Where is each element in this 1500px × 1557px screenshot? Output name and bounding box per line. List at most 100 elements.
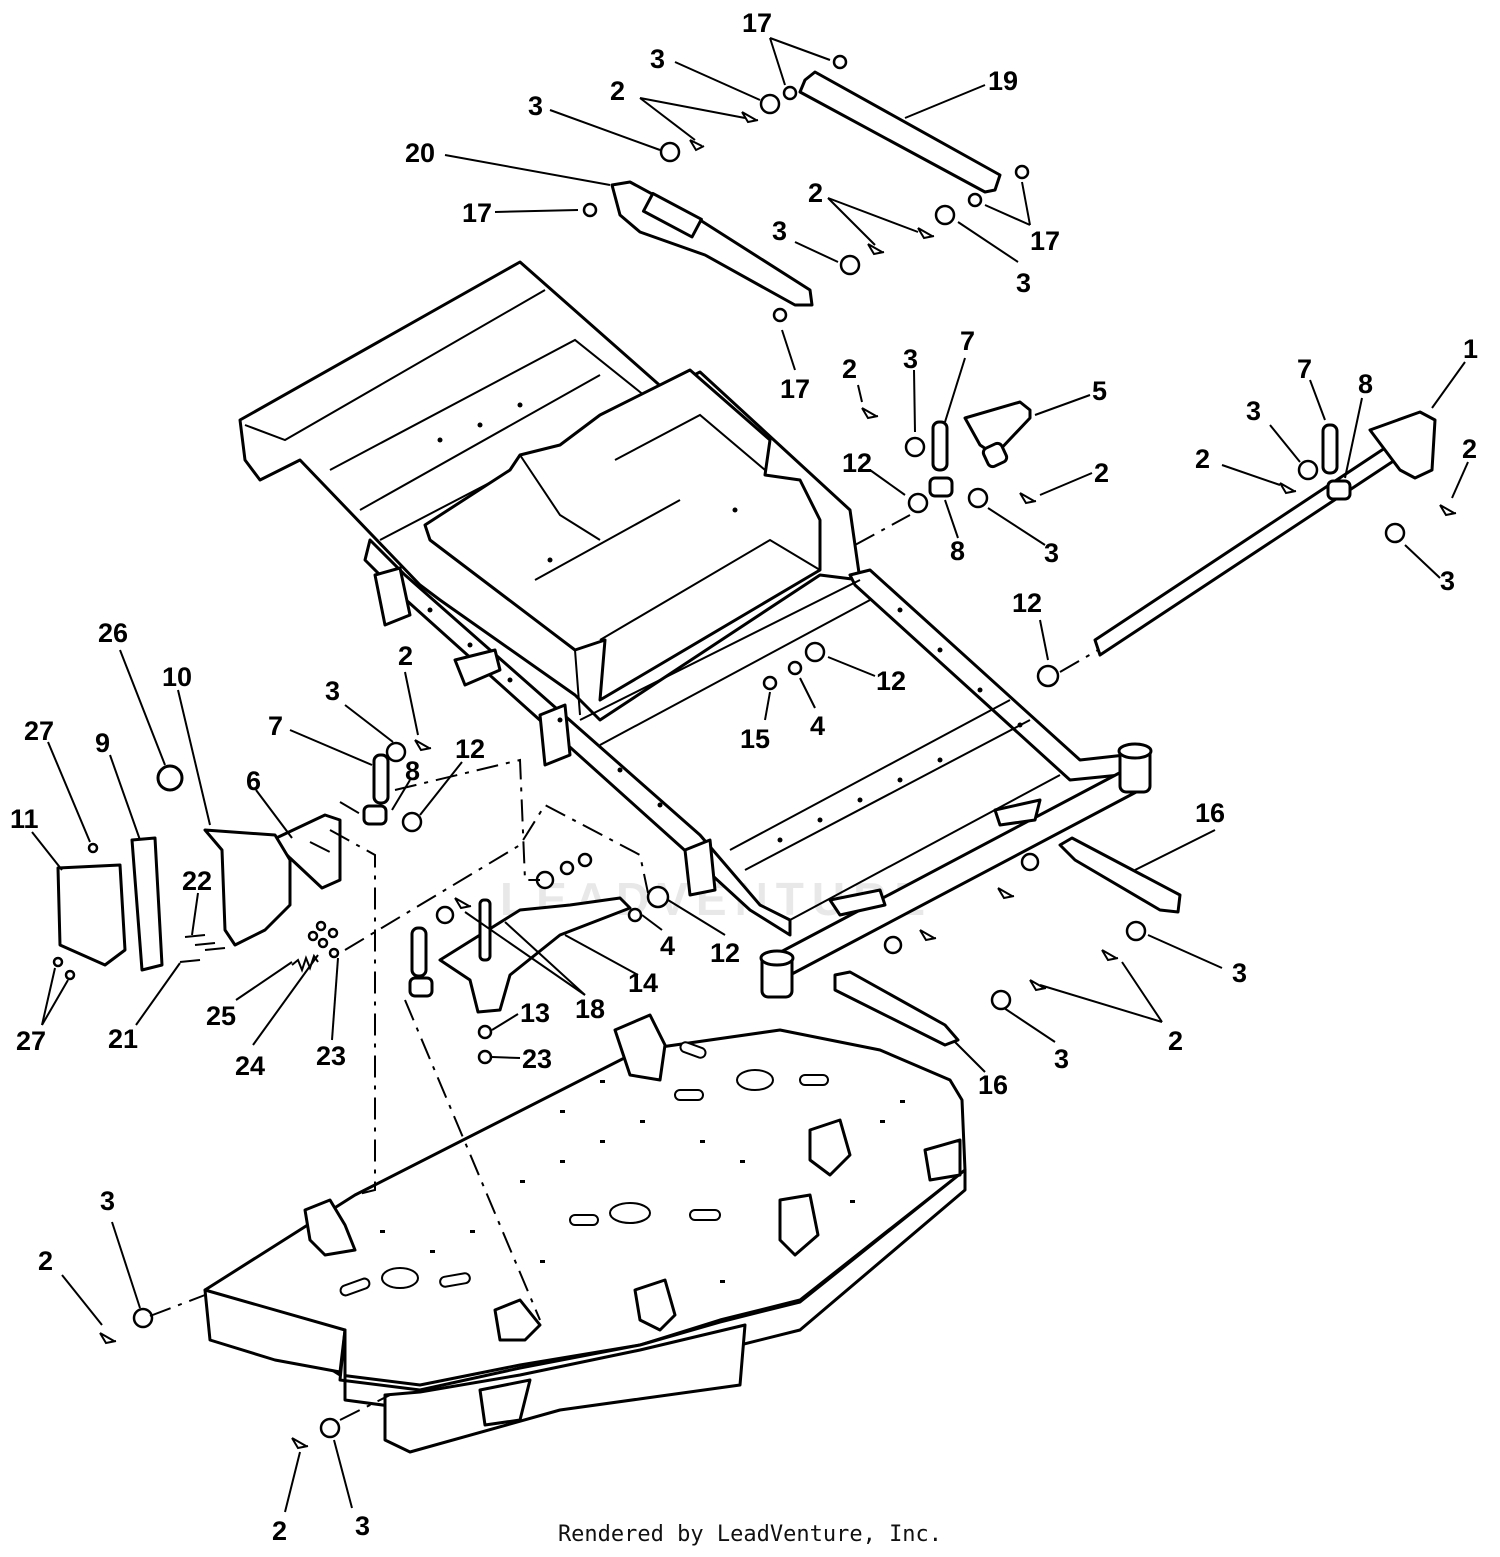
- callout-16: 16: [1195, 798, 1225, 828]
- deck-chute-bracket: [478, 1378, 532, 1427]
- washer-icon: [904, 436, 926, 458]
- washer-icon: [646, 885, 670, 909]
- hardware: [52, 54, 1457, 1450]
- callout-labels: 17 3 3 2 19 20 17 2 3 17 3 17 2 3 7 5 7 …: [10, 8, 1478, 1546]
- hair-pin-icon: [861, 407, 879, 420]
- callout-10: 10: [162, 662, 192, 692]
- callout-3: 3: [528, 91, 543, 121]
- hair-pin-icon: [1029, 979, 1047, 992]
- part-14-lever: [438, 896, 632, 1014]
- callout-14: 14: [628, 968, 658, 998]
- washer-icon: [832, 54, 848, 70]
- callout-17: 17: [1030, 226, 1060, 256]
- callout-12: 12: [876, 666, 906, 696]
- callout-3: 3: [772, 216, 787, 246]
- hair-pin-icon: [99, 1332, 117, 1345]
- callout-2: 2: [808, 178, 823, 208]
- frame-front-crossmember: [729, 699, 1011, 851]
- hair-pin-icon: [741, 111, 759, 124]
- washer-icon: [627, 907, 643, 923]
- hair-pin-icon: [689, 139, 705, 152]
- frame-bracket: [538, 703, 572, 767]
- part-5-lift-bracket: [963, 400, 1032, 457]
- frame-seat-box-edge: [519, 454, 601, 541]
- washer-icon: [435, 905, 455, 925]
- frame-caster-mount-top: [759, 949, 795, 967]
- screw-icon: [87, 842, 99, 854]
- hair-pin-icon: [1439, 504, 1457, 517]
- frame-tab: [993, 798, 1042, 827]
- frame-rear-rail: [244, 289, 546, 442]
- washer-icon: [804, 641, 826, 663]
- hair-pin-icon: [867, 243, 885, 256]
- leader-lines: [31, 37, 1469, 1513]
- deck-bracket: [613, 1013, 667, 1082]
- washer-icon: [328, 947, 340, 959]
- callout-2: 2: [38, 1246, 53, 1276]
- deck-bracket: [808, 1118, 852, 1177]
- callout-4: 4: [810, 711, 825, 741]
- callout-3: 3: [903, 344, 918, 374]
- part-1-lift-bracket: [1368, 410, 1437, 480]
- callout-27: 27: [24, 716, 54, 746]
- frame-tab: [828, 888, 887, 917]
- callout-17: 17: [780, 374, 810, 404]
- part-7-eye-bolt: [931, 420, 949, 472]
- deck-front-skirt: [203, 1288, 347, 1374]
- part-9-plate: [130, 836, 164, 972]
- render-credit: Rendered by LeadVenture, Inc.: [557, 1522, 943, 1547]
- hair-pin-icon: [1279, 482, 1297, 495]
- callout-2: 2: [1168, 1026, 1183, 1056]
- washer-icon: [659, 141, 681, 163]
- callout-7: 7: [268, 711, 283, 741]
- callout-3: 3: [325, 676, 340, 706]
- callout-2: 2: [842, 354, 857, 384]
- frame-front-crossmember: [579, 579, 861, 721]
- washer-icon: [132, 1307, 154, 1329]
- mower-deck: [203, 1013, 967, 1454]
- washer-icon: [1020, 852, 1040, 872]
- callout-1: 1: [1463, 334, 1478, 364]
- frame-seat-box-edge: [429, 539, 581, 716]
- frame-seat-box-edge: [599, 538, 821, 641]
- callout-2: 2: [1195, 444, 1210, 474]
- washer-icon: [1036, 664, 1060, 688]
- part-25-spring: [291, 953, 319, 973]
- callout-21: 21: [108, 1024, 138, 1054]
- deck-slot: [339, 1277, 371, 1297]
- washer-icon: [967, 487, 989, 509]
- deck-slot: [679, 1041, 707, 1059]
- washer-icon: [934, 204, 956, 226]
- callout-16: 16: [978, 1070, 1008, 1100]
- washer-icon: [990, 989, 1012, 1011]
- deck-slot: [569, 1214, 599, 1226]
- hair-pin-icon: [1101, 949, 1119, 962]
- washer-icon: [577, 852, 593, 868]
- washer-icon: [907, 492, 929, 514]
- callout-12: 12: [842, 448, 872, 478]
- callout-15: 15: [740, 724, 770, 754]
- frame-bracket: [683, 838, 717, 897]
- deck-bracket: [493, 1298, 542, 1342]
- part-1-lift-shaft: [1093, 446, 1397, 657]
- callout-2: 2: [610, 76, 625, 106]
- callout-3: 3: [100, 1186, 115, 1216]
- deck-discharge-chute: [383, 1323, 747, 1454]
- deck-holes: [380, 1080, 905, 1283]
- nut-icon: [477, 1049, 493, 1065]
- part-16-tube-lower: [833, 970, 960, 1047]
- part-5-pin: [981, 441, 1009, 469]
- deck-slot: [689, 1209, 721, 1221]
- deck-bracket: [778, 1193, 820, 1257]
- callout-3: 3: [650, 44, 665, 74]
- spindle-hole-center: [609, 1202, 651, 1224]
- callout-2: 2: [398, 641, 413, 671]
- callout-6: 6: [246, 766, 261, 796]
- callout-20: 20: [405, 138, 435, 168]
- washer-icon: [759, 93, 781, 115]
- part-26-knob: [156, 764, 184, 792]
- part-7-eye-bolt: [1321, 423, 1339, 475]
- assembly-centerlines: [149, 514, 1099, 1421]
- nut-icon: [477, 1024, 493, 1040]
- callout-17: 17: [462, 198, 492, 228]
